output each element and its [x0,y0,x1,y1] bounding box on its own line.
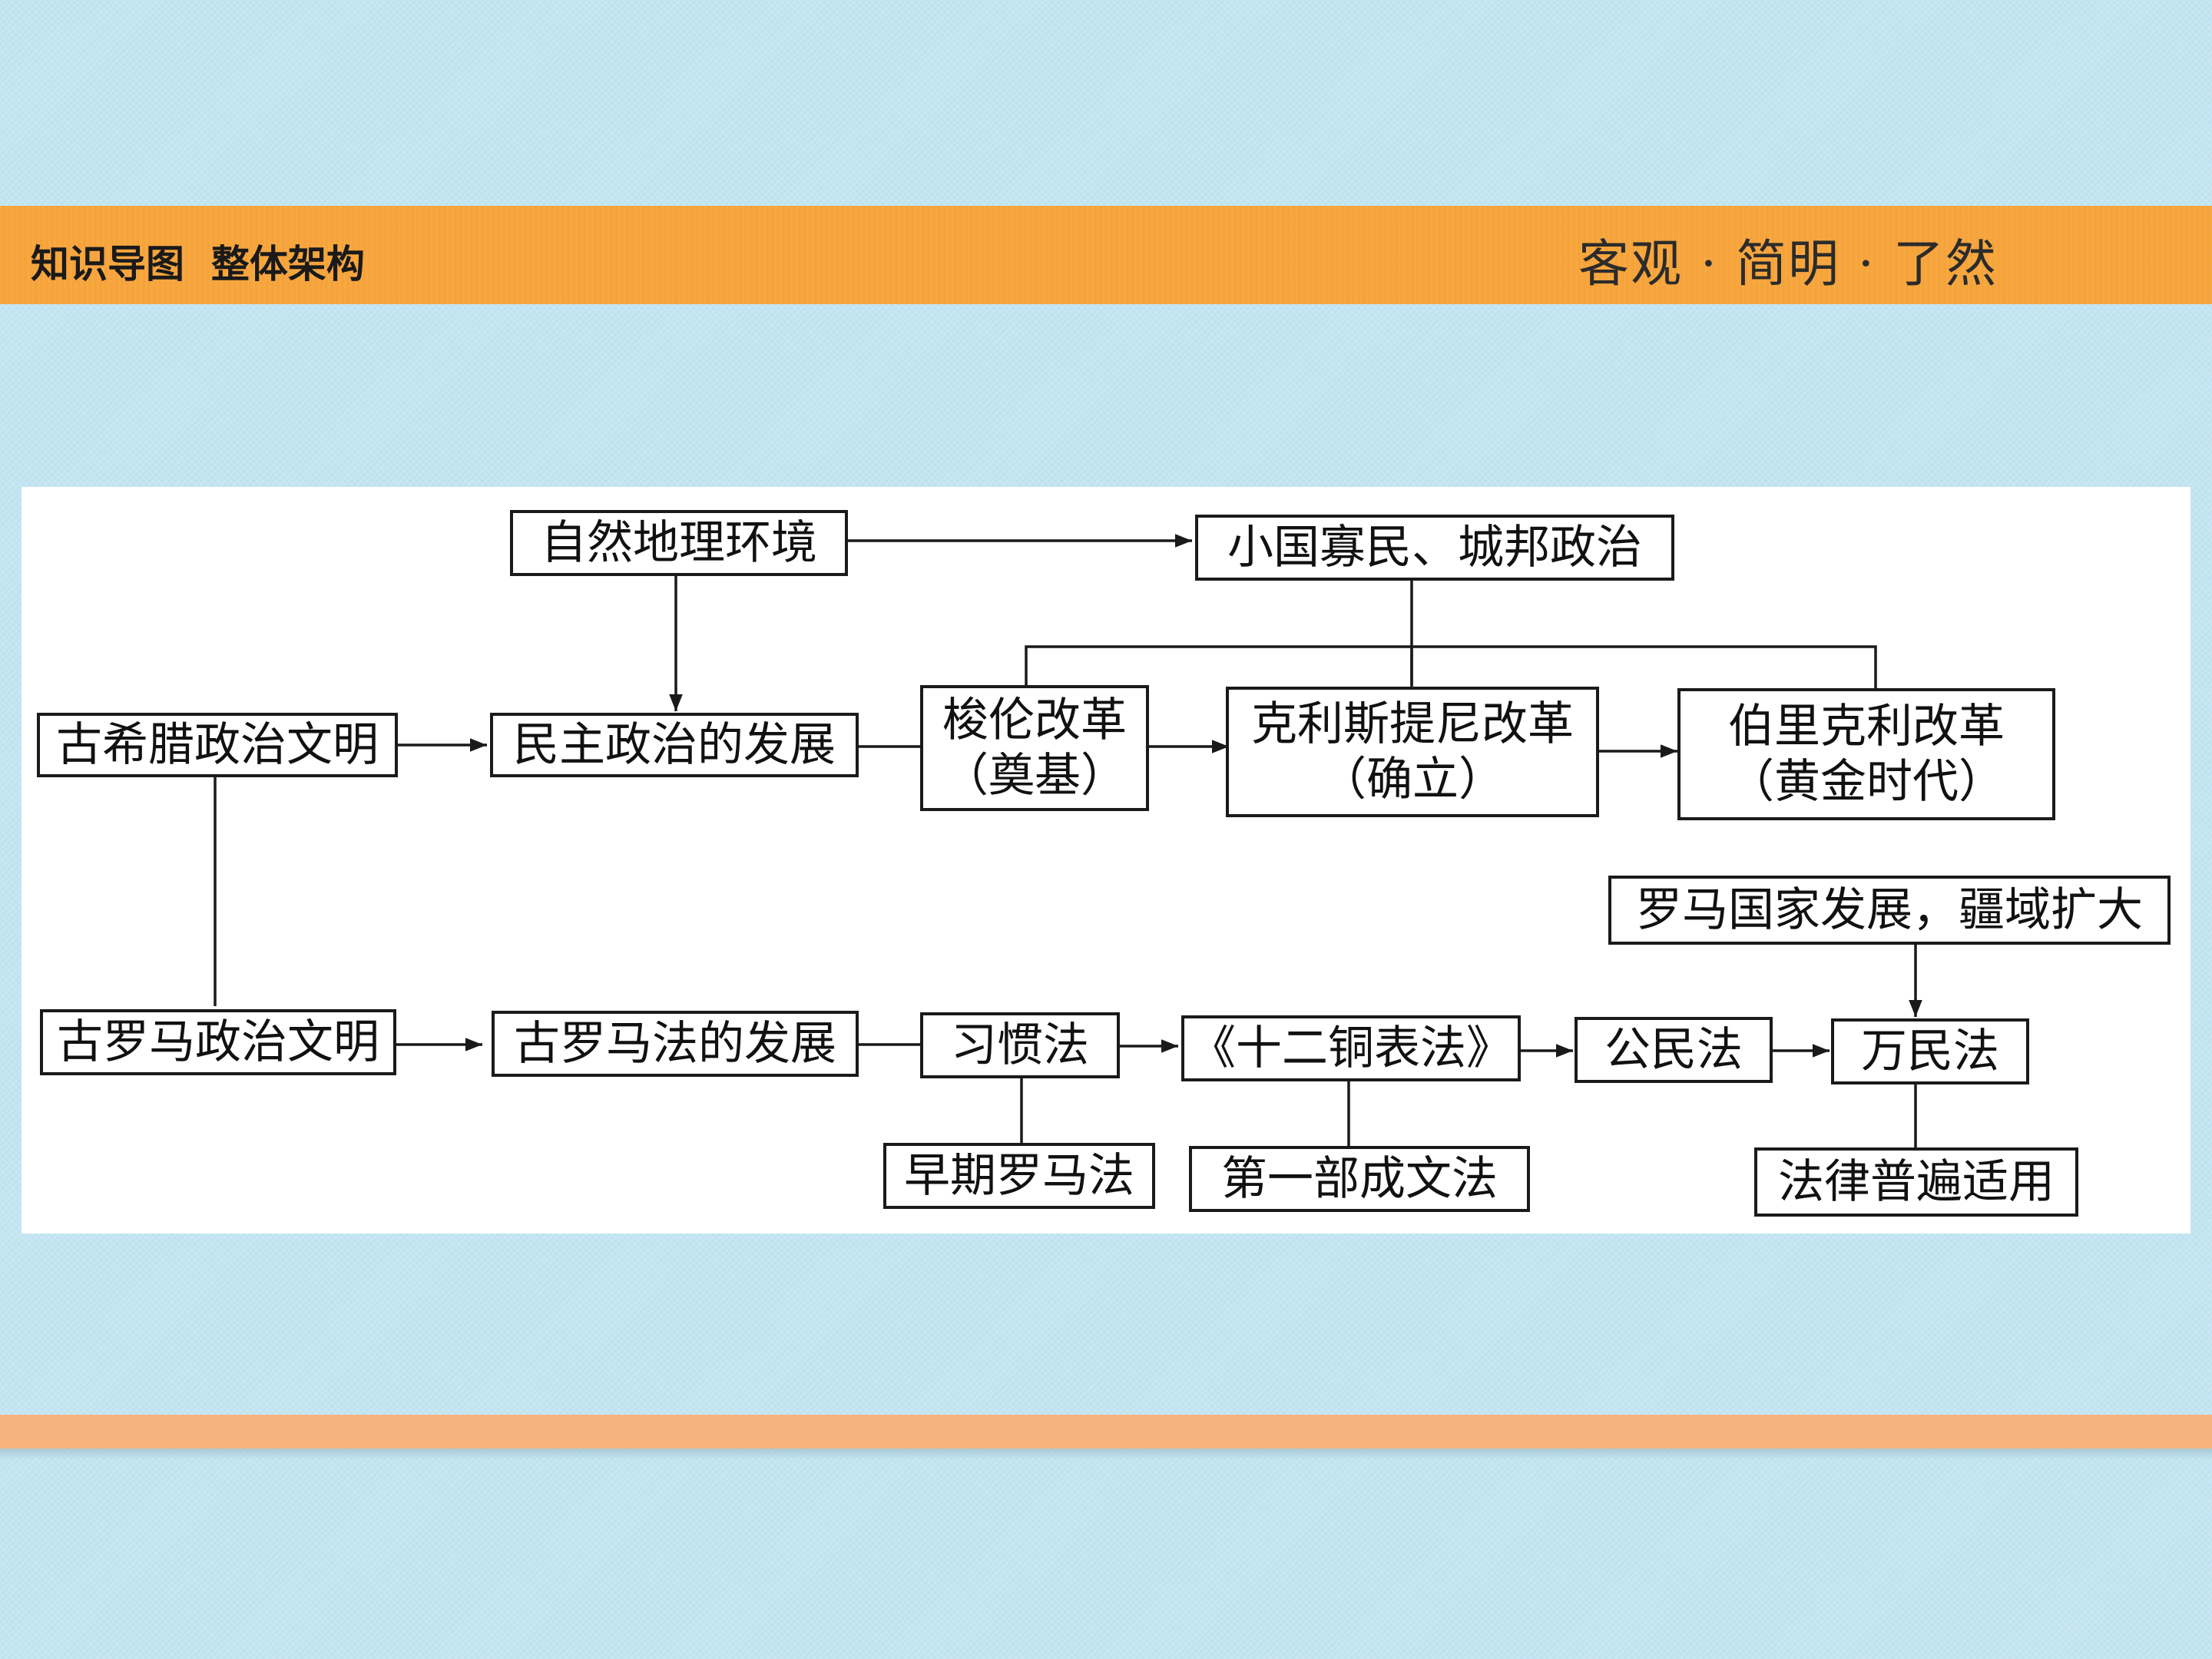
node-label: 公民法 [1604,1023,1743,1077]
node-universal-application: 法律普遍适用 [1754,1147,2078,1217]
node-label: 《十二铜表法》 [1190,1022,1512,1075]
node-civil-law: 公民法 [1575,1017,1773,1083]
node-sublabel: （确立） [1320,753,1505,806]
node-customary-law: 习惯法 [920,1012,1120,1078]
node-label: 古希腊政治文明 [56,718,379,772]
node-twelve-tables: 《十二铜表法》 [1181,1015,1521,1081]
node-greek-political-civ: 古希腊政治文明 [37,713,398,777]
node-label: 伯里克利改革 [1728,700,2005,753]
node-sublabel: （奠基） [942,749,1127,803]
node-democracy-development: 民主政治的发展 [490,713,859,777]
node-label: 法律普遍适用 [1778,1155,2055,1209]
footer-strip [0,1415,2212,1449]
node-label: 习惯法 [951,1018,1089,1072]
node-cleisthenes-reform: 克利斯提尼改革 （确立） [1226,687,1599,817]
node-label: 罗马国家发展，疆域扩大 [1636,883,2143,937]
diagram-panel: 自然地理环境 小国寡民、城邦政治 古希腊政治文明 民主政治的发展 梭伦改革 （奠… [22,487,2190,1233]
header-banner: 知识导图 整体架构 客观 · 简明 · 了然 [0,206,2212,304]
node-label: 第一部成文法 [1221,1152,1498,1206]
node-label: 民主政治的发展 [513,718,836,772]
node-rome-expansion: 罗马国家发展，疆域扩大 [1608,876,2171,945]
node-label: 古罗马法的发展 [514,1017,836,1071]
section-title: 知识导图 整体架构 [31,242,365,286]
node-label: 梭伦改革 [942,694,1127,747]
line-bracket [1025,645,1877,688]
node-label: 自然地理环境 [541,516,817,570]
node-label: 克利斯提尼改革 [1251,697,1574,751]
node-solon-reform: 梭伦改革 （奠基） [920,685,1149,811]
node-label: 古罗马政治文明 [57,1015,379,1069]
node-natural-geography: 自然地理环境 [510,510,848,576]
footer-strip-shadow [0,1449,2212,1459]
node-sublabel: （黄金时代） [1728,755,2005,809]
node-early-roman-law: 早期罗马法 [883,1143,1155,1209]
node-label: 小国寡民、城邦政治 [1227,521,1642,575]
slogan: 客观 · 简明 · 了然 [1578,234,1998,293]
connector-lines [214,534,1922,1149]
node-small-state-polis: 小国寡民、城邦政治 [1195,515,1674,581]
node-roman-law-development: 古罗马法的发展 [492,1011,859,1077]
node-pericles-reform: 伯里克利改革 （黄金时代） [1677,688,2055,820]
node-first-written-law: 第一部成文法 [1189,1146,1530,1212]
node-roman-political-civ: 古罗马政治文明 [40,1009,396,1075]
node-label: 万民法 [1861,1025,1999,1078]
node-jus-gentium: 万民法 [1831,1018,2029,1084]
node-label: 早期罗马法 [904,1149,1134,1203]
